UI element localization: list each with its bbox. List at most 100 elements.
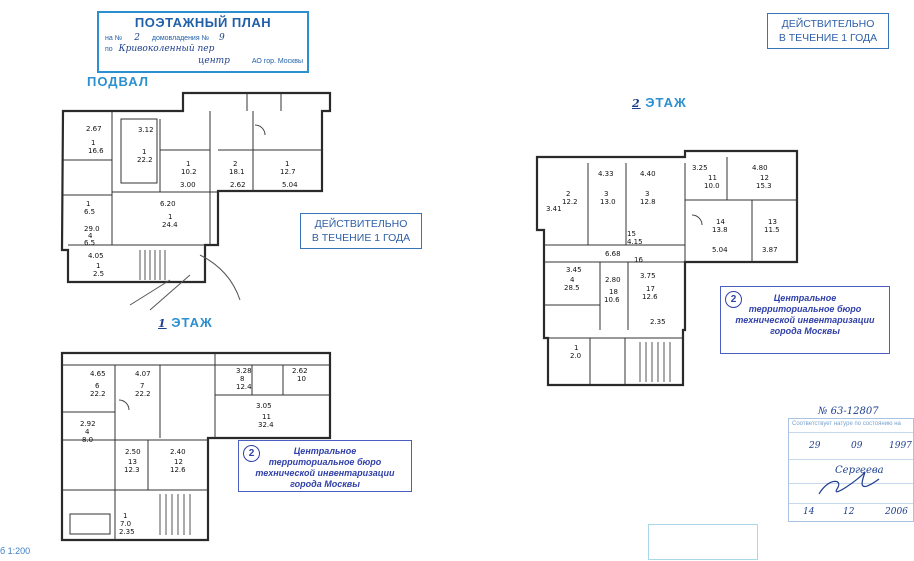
room-area: 24.4: [162, 221, 178, 229]
room-dim: 3.28: [236, 367, 252, 375]
room-num: 1: [186, 160, 191, 168]
room-area: 12.6: [170, 466, 186, 474]
room-num: 15: [627, 230, 636, 238]
room-area: 2.0: [570, 352, 582, 360]
room-area: 11.5: [764, 226, 780, 234]
bureau-line-4: города Москвы: [770, 326, 840, 336]
room-num: 4: [88, 232, 93, 240]
room-dim: 3.25: [692, 164, 708, 172]
cert-date1-month: 09: [851, 441, 863, 451]
stamp-line1-mid: домовладения №: [151, 35, 210, 42]
room-area: 28.5: [564, 284, 580, 292]
cert-date2-month: 12: [843, 507, 855, 517]
room-area: 22.2: [135, 390, 151, 398]
bureau-line-2: территориальное бюро: [268, 457, 382, 467]
room-dim: 4.80: [752, 164, 768, 172]
room-dim: 4.33: [598, 170, 614, 178]
room-dim: 29.0: [84, 225, 100, 233]
validity-stamp-left: ДЕЙСТВИТЕЛЬНО В ТЕЧЕНИЕ 1 ГОДА: [300, 213, 422, 249]
room-num: 4: [85, 428, 90, 436]
room-num: 1: [142, 148, 147, 156]
room-num: 3: [604, 190, 609, 198]
room-area: 22.2: [137, 156, 153, 164]
room-num: 3: [645, 190, 650, 198]
room-num: 1: [91, 139, 96, 147]
faded-stamp: [648, 524, 758, 560]
validity-line-1: ДЕЙСТВИТЕЛЬНО: [314, 218, 408, 230]
second-floor-word: ЭТАЖ: [645, 95, 687, 110]
room-num: 1: [123, 512, 128, 520]
room-dim: 2.35: [650, 318, 666, 326]
room-num: 1: [574, 344, 579, 352]
stamp-line1-prefix: на: [105, 35, 113, 42]
room-area: 12.8: [640, 198, 656, 206]
second-floor-number: 2: [632, 97, 641, 110]
room-area: 8.0: [82, 436, 94, 444]
floor-plan-title-stamp: ПОЭТАЖНЫЙ ПЛАН на № 2 домовладения № 9 п…: [97, 11, 309, 73]
room-num: 18: [609, 288, 618, 296]
first-floor-word: ЭТАЖ: [171, 315, 213, 330]
room-area: 22.2: [90, 390, 106, 398]
bureau-line-3: технической инвентаризации: [255, 468, 395, 478]
bureau-line-2: территориальное бюро: [748, 304, 862, 314]
room-area: 2.5: [93, 270, 105, 278]
room-dim: 4.05: [88, 252, 104, 260]
stamp-line2-value: Кривоколенный пер: [118, 44, 215, 54]
room-num: 4: [570, 276, 575, 284]
room-num: 17: [646, 285, 655, 293]
certificate-number: № 63-12807: [818, 406, 879, 417]
room-dim: 5.04: [282, 181, 298, 189]
room-area: 32.4: [258, 421, 274, 429]
room-dim: 2.67: [86, 125, 102, 133]
cert-date2-day: 14: [803, 507, 815, 517]
room-area: 12.4: [236, 383, 252, 391]
certificate-stamp: Соответствует натуре по состоянию на 29 …: [788, 418, 914, 522]
room-num: 13: [128, 458, 137, 466]
bureau-line-3: технической инвентаризации: [735, 315, 875, 325]
room-dim: 2.50: [125, 448, 141, 456]
cert-date1-year: 1997: [889, 441, 912, 451]
second-floor-label: 2 ЭТАЖ: [632, 95, 687, 110]
bureau-number: 2: [725, 291, 742, 308]
room-area: 13.0: [600, 198, 616, 206]
room-num: 12: [760, 174, 769, 182]
bureau-line-1: Центральное: [773, 293, 837, 303]
stamp-line1-value: 2: [134, 33, 140, 43]
room-dim: 3.75: [640, 272, 656, 280]
room-dim: 3.00: [180, 181, 196, 189]
room-num: 11: [262, 413, 271, 421]
room-dim: 2.62: [230, 181, 246, 189]
room-area: 13.8: [712, 226, 728, 234]
room-num: 8: [240, 375, 245, 383]
second-floor-outline: [535, 149, 799, 387]
bureau-stamp-left: 2 Центральное территориальное бюро техни…: [238, 440, 412, 492]
signature-scribble: [818, 471, 880, 495]
room-area: 7.0: [120, 520, 132, 528]
stamp-line1-value2: 9: [219, 33, 225, 43]
room-num: 16: [634, 256, 643, 264]
room-area: 6.5: [84, 208, 96, 216]
room-num: 7: [140, 382, 145, 390]
room-dim: 2.92: [80, 420, 96, 428]
room-dim: 3.05: [256, 402, 272, 410]
room-dim: 6.68: [605, 250, 621, 258]
room-dim: 3.12: [138, 126, 154, 134]
room-dim: 4.15: [627, 238, 643, 246]
room-num: 1: [168, 213, 173, 221]
stamp-line-1: на № 2 домовладения № 9: [105, 33, 303, 43]
room-dim: 2.35: [119, 528, 135, 536]
stamp-line3-value: центр: [198, 56, 230, 66]
room-num: 12: [174, 458, 183, 466]
first-floor-label: 1 ЭТАЖ: [158, 315, 213, 330]
cert-date2-year: 2006: [885, 507, 908, 517]
room-num: 13: [768, 218, 777, 226]
room-area: 15.3: [756, 182, 772, 190]
first-floor-number: 1: [158, 317, 167, 330]
room-area: 12.7: [280, 168, 296, 176]
stamp-heading: ПОЭТАЖНЫЙ ПЛАН: [134, 15, 272, 30]
scale-label: б 1:200: [0, 546, 31, 556]
room-area: 10.0: [704, 182, 720, 190]
validity-line-2: В ТЕЧЕНИЕ 1 ГОДА: [778, 32, 878, 44]
